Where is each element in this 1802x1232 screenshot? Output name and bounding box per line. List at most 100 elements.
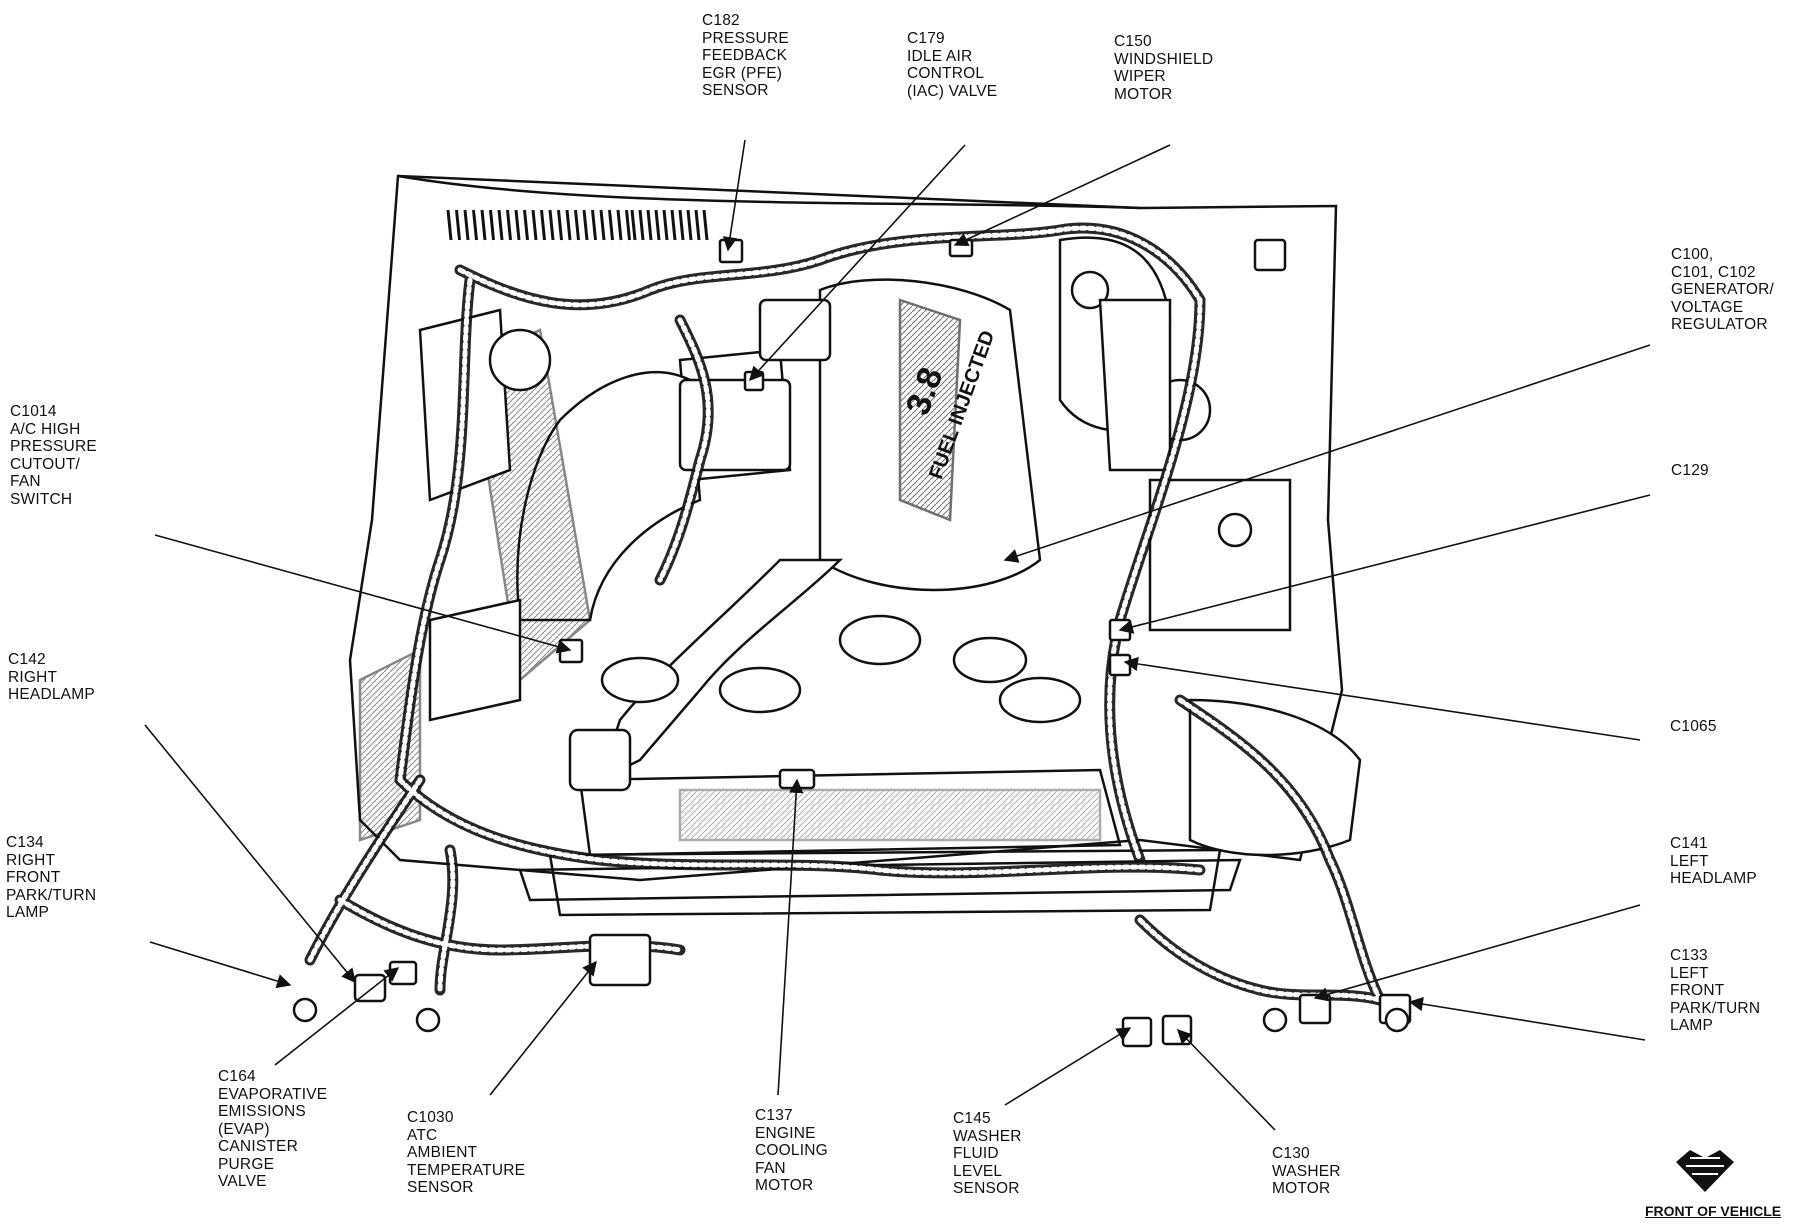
callout-line: C1065 [1670, 718, 1717, 735]
pulley-4 [952, 636, 1028, 684]
vent-slot [514, 209, 521, 241]
reservoir-cap [1217, 512, 1253, 548]
vent-slot [654, 209, 661, 241]
leader-c150 [953, 144, 1171, 247]
leader-c1014 [154, 534, 572, 654]
callout-line: C133 [1670, 947, 1708, 964]
vent-slot [455, 209, 461, 241]
callout-c129: C129 [1671, 462, 1709, 480]
callout-line: FRONT [1670, 982, 1725, 999]
callout-line: C145 [953, 1110, 991, 1127]
ac-accumulator [568, 728, 632, 792]
callout-line: COOLING [755, 1142, 828, 1159]
bulb-left-park [1384, 1007, 1410, 1033]
vent-slot [506, 209, 512, 241]
callout-line: C130 [1272, 1145, 1310, 1162]
bay-outline [348, 174, 1344, 882]
callout-line: A/C HIGH [10, 420, 81, 438]
callout-line: C164 [218, 1068, 256, 1085]
radiator-core [678, 788, 1102, 842]
vent-slot [480, 209, 487, 241]
callout-line: VOLTAGE [1671, 298, 1744, 316]
vent-slot [670, 209, 677, 241]
strut-cap-right [488, 328, 552, 392]
engine [468, 278, 1082, 783]
radiator-support [548, 848, 1222, 917]
callout-line: HEADLAMP [1670, 870, 1757, 887]
callout-line: ENGINE [755, 1124, 816, 1142]
callout-line: PARK/TURN [1670, 999, 1761, 1017]
callout-line: SENSOR [953, 1180, 1020, 1197]
callout-line: EVAPORATIVE [218, 1085, 328, 1103]
vent-slot [531, 209, 538, 241]
connector-c1014 [558, 638, 584, 664]
bulb-right-park [292, 997, 318, 1023]
callout-line: HEADLAMP [8, 686, 95, 703]
callout-line: C1014 [10, 403, 57, 420]
upper-radiator-hose [597, 558, 844, 783]
callout-line: FAN [10, 473, 41, 490]
vent-slot [557, 209, 563, 241]
bulb-right-headlamp [415, 1007, 441, 1033]
connector-c142 [353, 973, 387, 1003]
callout-line: LEFT [1670, 852, 1709, 870]
callout-line: EMISSIONS [218, 1103, 306, 1120]
engine-bay [348, 174, 1344, 917]
fuse-box [428, 598, 522, 722]
callout-line: (EVAP) [218, 1120, 270, 1138]
wiring-harness-inner [307, 225, 1383, 1003]
callout-line: PURGE [218, 1155, 275, 1173]
leader-c133 [1408, 996, 1646, 1041]
vent-slot [540, 209, 546, 241]
connector-c182 [718, 238, 744, 264]
callout-line: VALVE [218, 1173, 267, 1190]
callout-line: EGR (PFE) [702, 64, 783, 82]
callout-line: WINDSHIELD [1114, 50, 1214, 68]
vent-slot [646, 209, 653, 241]
vent-slot [565, 209, 572, 241]
vent-slot [582, 209, 589, 241]
callout-line: SENSOR [702, 82, 769, 99]
vent-slot [472, 209, 478, 241]
callout-line: C134 [6, 834, 44, 851]
leader-c164 [274, 967, 400, 1066]
callout-line: C141 [1670, 835, 1708, 852]
callout-line: CUTOUT/ [10, 455, 80, 473]
callout-line: WIPER [1114, 68, 1166, 85]
callout-line: TEMPERATURE [407, 1161, 526, 1179]
callout-line: FLUID [953, 1145, 999, 1162]
callout-line: LEFT [1670, 964, 1709, 982]
callout-line: RIGHT [6, 851, 56, 869]
vent-slot [523, 209, 529, 241]
pulley-1 [600, 656, 680, 704]
leader-c1065 [1123, 656, 1641, 741]
callout-line: C1030 [407, 1109, 454, 1126]
leader-c137 [777, 778, 804, 1096]
callout-line: MOTOR [1272, 1180, 1331, 1197]
brake-booster [1098, 298, 1172, 472]
callout-line: MOTOR [755, 1177, 814, 1194]
valve-cover [898, 298, 962, 522]
leader-c134 [149, 941, 292, 989]
vent-slot [686, 209, 693, 241]
leader-c141 [1313, 904, 1641, 1002]
vent-slot [625, 209, 631, 241]
vent-slot [630, 209, 637, 241]
leader-c100 [1003, 344, 1651, 563]
firewall-top [397, 174, 1141, 210]
cowl-vents [446, 209, 709, 241]
leader-c145 [1004, 1027, 1132, 1106]
coolant-reservoir [1148, 478, 1292, 632]
callout-line: C100, [1671, 246, 1714, 263]
callout-line: C142 [8, 651, 46, 668]
leader-c179 [749, 144, 966, 382]
